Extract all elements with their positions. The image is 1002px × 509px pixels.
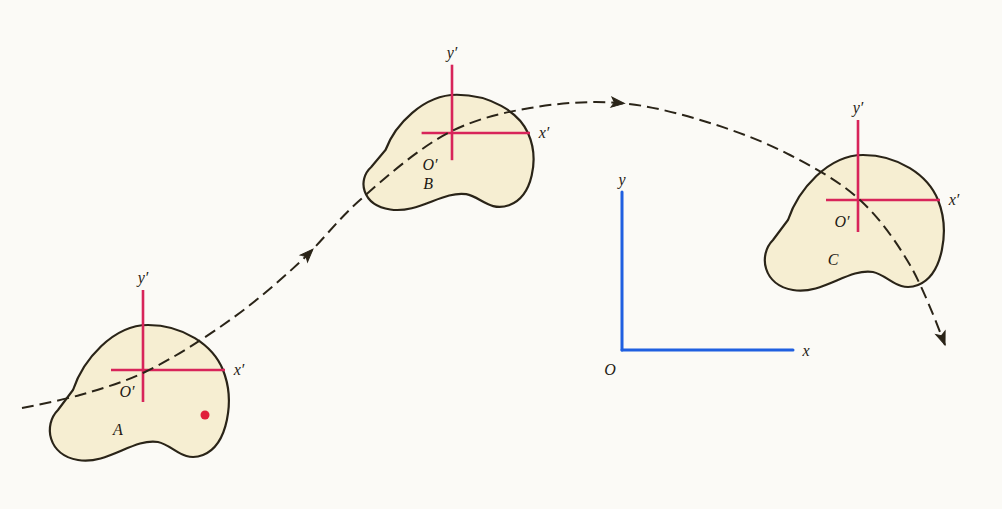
body-letter: B	[423, 176, 433, 192]
rigid-body	[765, 155, 944, 291]
origin-label: O	[604, 362, 616, 378]
body-region: C	[758, 152, 948, 295]
body-origin-label: O′	[834, 214, 849, 230]
body-axis-label: x′	[539, 125, 550, 141]
body-point	[201, 411, 210, 420]
body-origin-label: O′	[119, 384, 134, 400]
body-axis-label: y′	[138, 270, 149, 286]
body-region: A	[43, 322, 233, 465]
body-x-axis	[826, 199, 940, 202]
body-y-axis	[142, 290, 145, 402]
body-axis-label: y′	[853, 100, 864, 116]
axis-label: y	[618, 172, 625, 188]
fixed-x-axis	[622, 349, 793, 352]
body-x-axis	[111, 369, 225, 372]
body-axis-label: x′	[949, 192, 960, 208]
body-y-axis	[857, 120, 860, 232]
body-axis-label: x′	[234, 362, 245, 378]
body-x-axis	[422, 132, 530, 135]
body-letter: C	[828, 252, 839, 268]
trajectory	[22, 102, 945, 408]
arrowhead	[611, 97, 625, 108]
axis-label: x	[802, 343, 809, 359]
body-letter: A	[113, 422, 123, 438]
rigid-body	[50, 325, 229, 461]
arrowhead	[936, 331, 950, 347]
arrowhead	[300, 246, 316, 262]
body-y-axis	[451, 65, 454, 161]
fixed-y-axis	[621, 192, 624, 350]
body-region: B	[357, 92, 538, 214]
body-axis-label: y′	[447, 45, 458, 61]
body-origin-label: O′	[422, 157, 437, 173]
